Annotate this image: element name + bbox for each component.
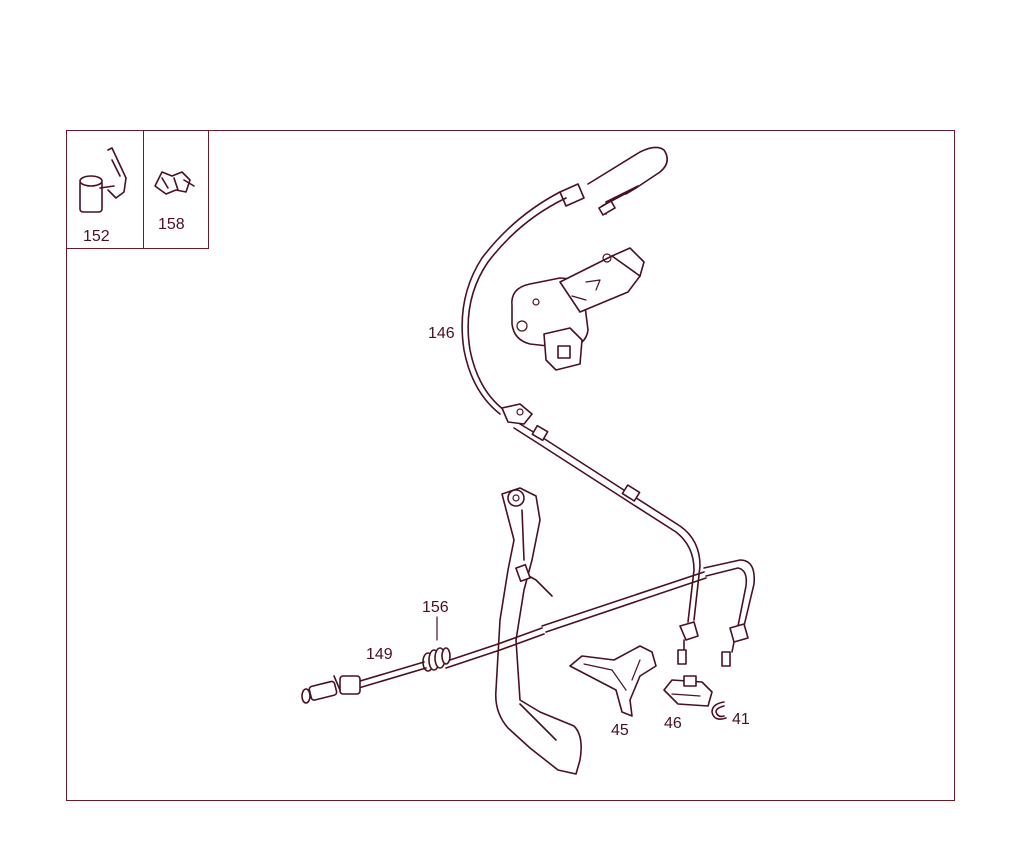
label-41: 41 bbox=[732, 711, 750, 728]
label-149: 149 bbox=[366, 646, 393, 663]
label-158: 158 bbox=[158, 216, 185, 233]
part-45-bracket bbox=[569, 645, 657, 717]
label-46: 46 bbox=[664, 715, 682, 732]
diagram-frame bbox=[66, 130, 955, 801]
part-158-clip bbox=[154, 171, 195, 195]
boot-156 bbox=[422, 647, 451, 672]
inset-parts-box bbox=[66, 130, 209, 249]
label-152: 152 bbox=[83, 228, 110, 245]
part-41-circlip bbox=[711, 701, 727, 720]
part-152-clip bbox=[79, 147, 127, 213]
clutch-pedal bbox=[494, 487, 582, 775]
push-rod-149 bbox=[301, 571, 707, 704]
inset-divider bbox=[143, 130, 144, 249]
label-156: 156 bbox=[422, 599, 449, 616]
label-45: 45 bbox=[611, 722, 629, 739]
part-46-switch bbox=[663, 675, 713, 707]
cable-146 bbox=[461, 146, 756, 667]
label-146: 146 bbox=[428, 325, 455, 342]
actuator-unit bbox=[511, 247, 645, 371]
